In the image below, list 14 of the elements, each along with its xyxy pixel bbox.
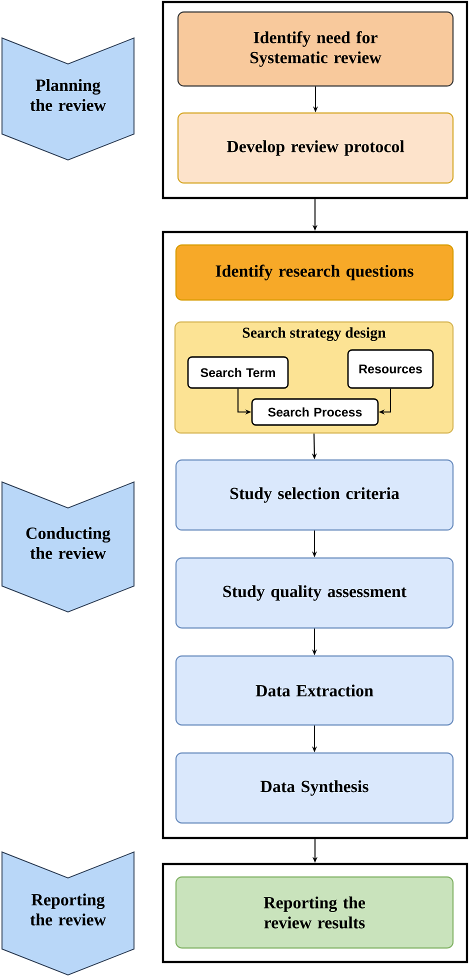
phase-chevron: Conducting the review xyxy=(2,481,134,613)
process-box: Data Synthesis xyxy=(175,752,454,824)
process-box: Identify need for Systematic review xyxy=(177,11,454,87)
process-box: Study quality assessment xyxy=(175,557,454,629)
process-box: Reporting the review results xyxy=(175,876,454,949)
process-box: Develop review protocol xyxy=(177,112,454,184)
process-box: Resources xyxy=(347,349,434,389)
phase-chevron: Reporting the review xyxy=(2,851,134,976)
process-box: Identify research questions xyxy=(175,244,454,301)
process-box: Study selection criteria xyxy=(175,459,454,531)
phase-chevron: Planning the review xyxy=(2,37,134,161)
process-box: Data Extraction xyxy=(175,655,454,726)
process-box: Search Term xyxy=(187,356,289,389)
process-box: Search Process xyxy=(251,398,379,426)
